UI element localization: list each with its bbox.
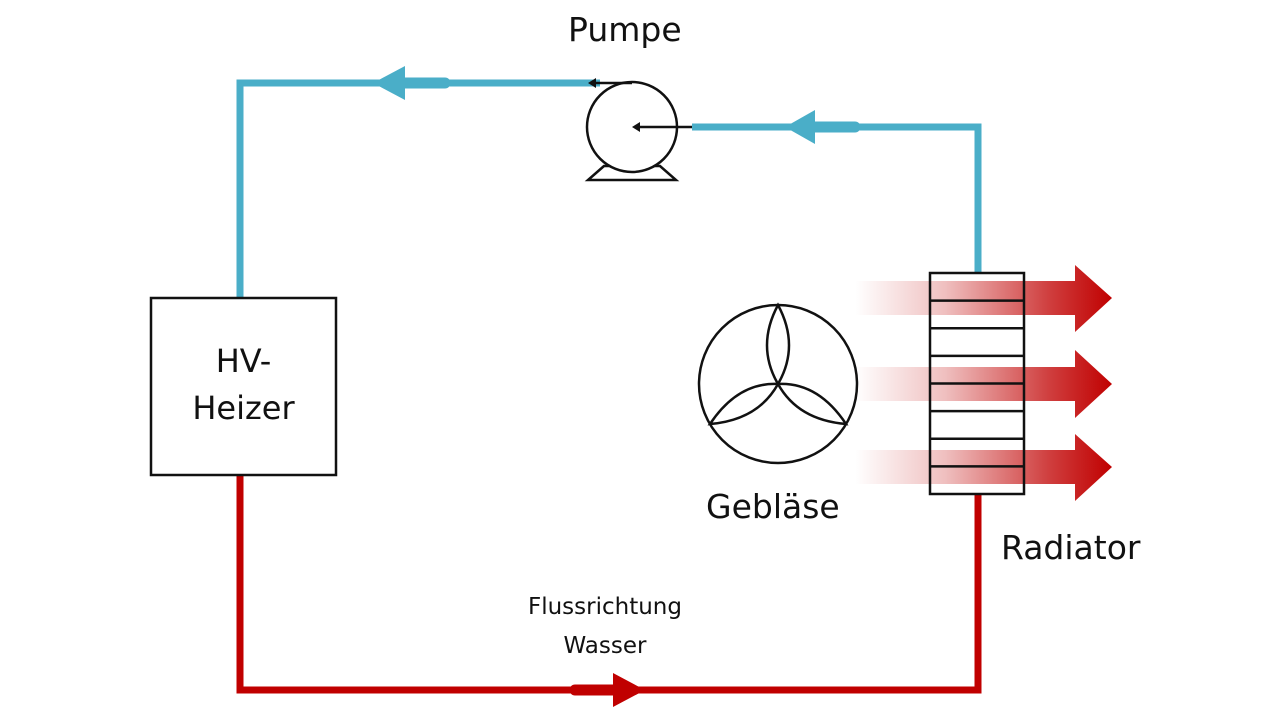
- fan-blade-left: [707, 382, 781, 426]
- cold-pipe: [236, 66, 982, 298]
- cold-pipe-radiator-to-pump: [692, 123, 982, 273]
- hv-heater-label-line2: Heizer: [192, 389, 295, 427]
- pump-outlet-arrowhead: [588, 78, 596, 88]
- pump-icon: [584, 78, 692, 182]
- hv-heater-box: [149, 296, 338, 477]
- radiator-label: Radiator: [1001, 528, 1141, 567]
- fan-blade-top: [765, 302, 791, 387]
- cold-pipe-heater-to-pump: [236, 79, 600, 298]
- flow-direction-line1: Flussrichtung: [527, 594, 682, 620]
- flow-direction-label: Flussrichtung Wasser: [500, 588, 710, 666]
- hot-pipe: [236, 475, 982, 707]
- heat-arrow-top: [855, 265, 1112, 332]
- fan-blade-right: [775, 382, 849, 426]
- flow-arrow-left-right: [785, 110, 815, 144]
- pump-label: Pumpe: [568, 10, 682, 49]
- radiator: [928, 271, 1026, 496]
- flow-arrow-left-top: [373, 66, 405, 100]
- radiator-fins: [930, 299, 1024, 468]
- fan-label: Gebläse: [706, 487, 840, 526]
- flow-direction-line2: Wasser: [563, 633, 647, 659]
- fan-icon: [697, 302, 859, 465]
- hv-heater-label: HV- Heizer: [151, 338, 336, 432]
- flow-arrow-right-bottom: [613, 673, 645, 707]
- hv-heater-label-line1: HV-: [215, 342, 272, 380]
- pump-inlet-arrowhead: [632, 122, 640, 132]
